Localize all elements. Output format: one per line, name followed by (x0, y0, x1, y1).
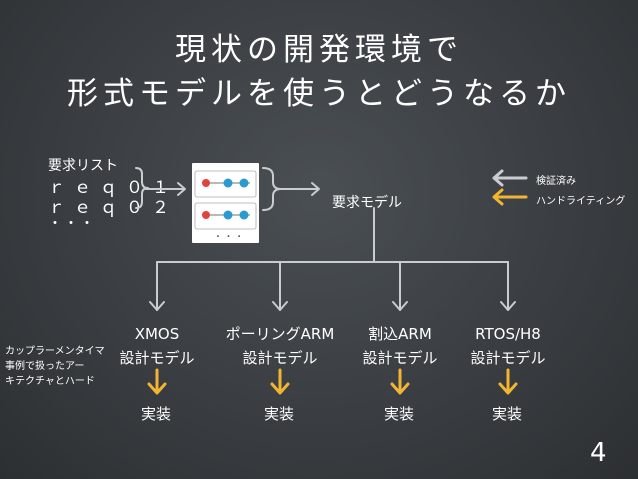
design-model-label: 設計モデル (119, 349, 195, 367)
slide-title-line2: 形式モデルを使うとどうなるか (67, 76, 571, 112)
state-machine-thumbnail: ・ ・ ・ (192, 163, 259, 243)
implementation-rtos-h8: 実装 (492, 405, 523, 423)
legend-handwriting: ハンドライティング (536, 196, 626, 207)
requirement-item-2: ｒｅｑ０２ (48, 198, 178, 218)
design-model-polling-arm: ポーリングARM 設計モデル (215, 322, 345, 370)
state-machine-diagram: ・ ・ ・ (194, 170, 257, 241)
design-model-rtos-h8: RTOS/H8 設計モデル (458, 322, 558, 370)
design-model-label: 設計モデル (362, 349, 438, 367)
page-number: 4 (590, 438, 607, 468)
requirement-item-1: ｒｅｑ０１ (48, 178, 178, 198)
design-model-label: 設計モデル (470, 349, 546, 367)
slide-title-line1: 現状の開発環境で (175, 32, 463, 68)
design-model-label: 設計モデル (242, 349, 318, 367)
design-model-xmos: XMOS 設計モデル (107, 322, 207, 370)
design-model-name: ポーリングARM (225, 325, 335, 343)
case-note-line: キテクチャとハード (5, 376, 95, 387)
case-note-line: 事例で扱ったアー (5, 361, 85, 372)
case-note-line: カップラーメンタイマ (5, 346, 105, 357)
model-brace (262, 167, 282, 211)
design-model-name: 割込ARM (368, 325, 432, 343)
requirements-ellipsis: ・・・ (48, 216, 96, 232)
implementation-xmos: 実装 (141, 405, 172, 423)
requirement-model-label: 要求モデル (332, 195, 402, 211)
requirements-heading: 要求リスト (48, 158, 118, 174)
design-model-name: XMOS (134, 325, 180, 343)
case-note: カップラーメンタイマ 事例で扱ったアー キテクチャとハード (5, 344, 105, 389)
legend-verified: 検証済み (536, 176, 576, 187)
svg-text:・ ・ ・: ・ ・ ・ (214, 232, 243, 241)
design-model-name: RTOS/H8 (475, 325, 541, 343)
implementation-polling-arm: 実装 (264, 405, 295, 423)
implementation-interrupt-arm: 実装 (384, 405, 415, 423)
design-model-interrupt-arm: 割込ARM 設計モデル (350, 322, 450, 370)
